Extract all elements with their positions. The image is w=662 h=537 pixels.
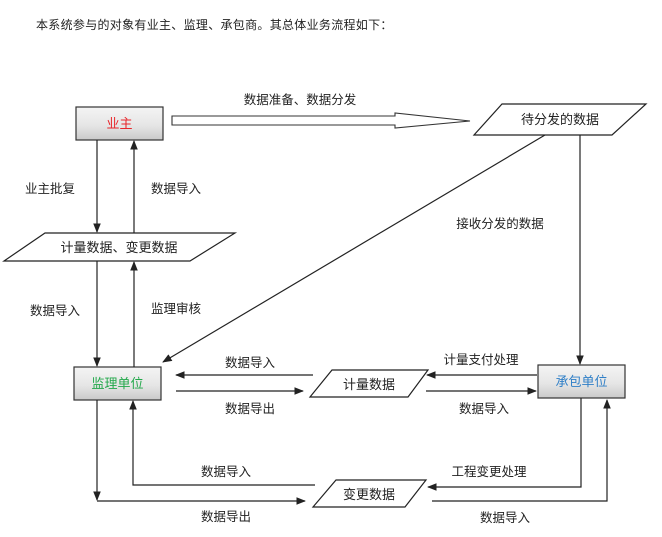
node-change-data: 变更数据 <box>311 479 428 508</box>
edge-label-import-to-owner: 数据导入 <box>151 181 202 196</box>
edge-measure-payment-process: 计量支付处理 <box>426 352 537 379</box>
edge-label-prepare-distribute: 数据准备、数据分发 <box>244 92 357 107</box>
edge-change-engineering-process: 工程变更处理 <box>427 398 582 491</box>
node-contractor-label: 承包单位 <box>555 375 607 390</box>
edge-change-export-from-supervisor: 数据导出 <box>93 400 306 524</box>
hollow-arrow-icon <box>171 112 471 129</box>
node-measure-change-data-label: 计量数据、变更数据 <box>60 240 177 256</box>
node-owner-label: 业主 <box>106 117 132 132</box>
edge-measure-import-to-supervisor: 数据导入 <box>175 355 313 379</box>
edge-label-supervisor-review: 监理审核 <box>151 301 202 316</box>
edge-measure-import-to-contractor: 数据导入 <box>426 387 537 416</box>
edge-import-to-supervisor: 数据导入 <box>30 261 101 367</box>
edge-label-owner-approve: 业主批复 <box>25 181 76 196</box>
edge-change-import-to-contractor: 数据导入 <box>432 399 611 525</box>
edge-prepare-distribute: 数据准备、数据分发 <box>171 92 471 129</box>
edge-distribute-to-supervisor <box>162 134 546 363</box>
edge-label-measure-export-from-supervisor: 数据导出 <box>225 401 275 416</box>
node-supervisor-label: 监理单位 <box>91 377 143 392</box>
node-measure-data-label: 计量数据 <box>343 378 395 393</box>
edge-label-change-import-to-supervisor: 数据导入 <box>201 464 252 479</box>
edge-label-measure-payment-process: 计量支付处理 <box>443 352 519 367</box>
node-measure-data: 计量数据 <box>308 369 430 398</box>
edge-label-change-import-to-contractor: 数据导入 <box>480 510 531 525</box>
intro-text: 本系统参与的对象有业主、监理、承包商。其总体业务流程如下： <box>36 18 393 32</box>
node-owner: 业主 <box>75 106 164 141</box>
edge-supervisor-review: 监理审核 <box>130 261 202 367</box>
node-contractor: 承包单位 <box>537 364 626 399</box>
node-pending-data: 待分发的数据 <box>472 103 648 136</box>
edge-receive-distributed: 接收分发的数据 <box>456 135 584 365</box>
edge-label-import-to-supervisor: 数据导入 <box>30 303 81 318</box>
edge-change-import-to-supervisor: 数据导入 <box>129 400 315 486</box>
edge-label-measure-import-to-contractor: 数据导入 <box>459 401 510 416</box>
edge-measure-export-from-supervisor: 数据导出 <box>176 387 304 416</box>
edge-label-change-engineering-process: 工程变更处理 <box>451 464 527 479</box>
edge-label-measure-import-to-supervisor: 数据导入 <box>225 355 276 370</box>
edge-label-change-export-from-supervisor: 数据导出 <box>201 509 251 524</box>
edge-owner-approve: 业主批复 <box>25 140 101 233</box>
node-pending-data-label: 待分发的数据 <box>521 112 599 128</box>
edge-label-receive-distributed: 接收分发的数据 <box>456 216 544 231</box>
edge-import-to-owner: 数据导入 <box>130 140 202 233</box>
node-supervisor: 监理单位 <box>73 366 162 401</box>
node-change-data-label: 变更数据 <box>343 487 395 503</box>
node-measure-change-data: 计量数据、变更数据 <box>2 232 238 262</box>
